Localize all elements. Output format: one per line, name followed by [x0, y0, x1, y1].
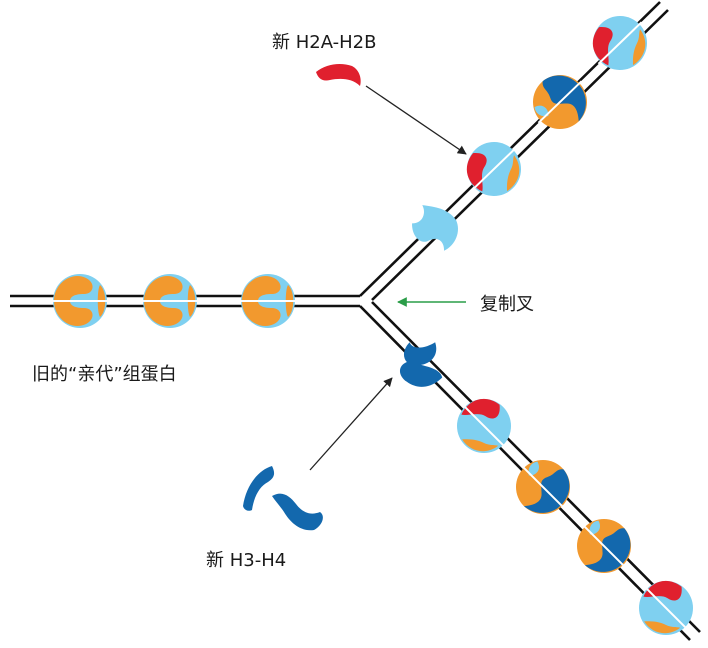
nucleosome-icon [140, 274, 200, 328]
arrow-new-h3-h4 [309, 377, 393, 471]
label-replication-fork: 复制叉 [480, 294, 534, 315]
nucleosome-icon [455, 130, 533, 208]
nucleosome-icon [445, 387, 523, 465]
nucleosome-icon [504, 448, 582, 526]
nucleosome-icon [238, 274, 298, 328]
label-old-parental-histones: 旧的“亲代”组蛋白 [32, 364, 177, 385]
h3-h4-tetramer-icon [243, 466, 323, 531]
nucleosome-icon [521, 63, 599, 141]
nucleosome-icon [627, 569, 705, 647]
nucleosome-icon [581, 4, 659, 82]
h3-h4-tetramer-icon [402, 195, 467, 260]
arrow-new-h2a-h2b [365, 85, 467, 155]
upper-daughter-nucleosomes [402, 4, 659, 260]
nucleosome-icon [565, 507, 643, 585]
nucleosome-icon [50, 274, 110, 328]
h2a-h2b-dimer-icon [316, 64, 361, 86]
lower-daughter-nucleosomes [388, 329, 705, 647]
parental-nucleosomes [50, 274, 298, 328]
label-new-h3-h4: 新 H3-H4 [206, 550, 286, 571]
h3-h4-tetramer-icon [388, 329, 457, 398]
label-new-h2a-h2b: 新 H2A-H2B [272, 32, 376, 53]
